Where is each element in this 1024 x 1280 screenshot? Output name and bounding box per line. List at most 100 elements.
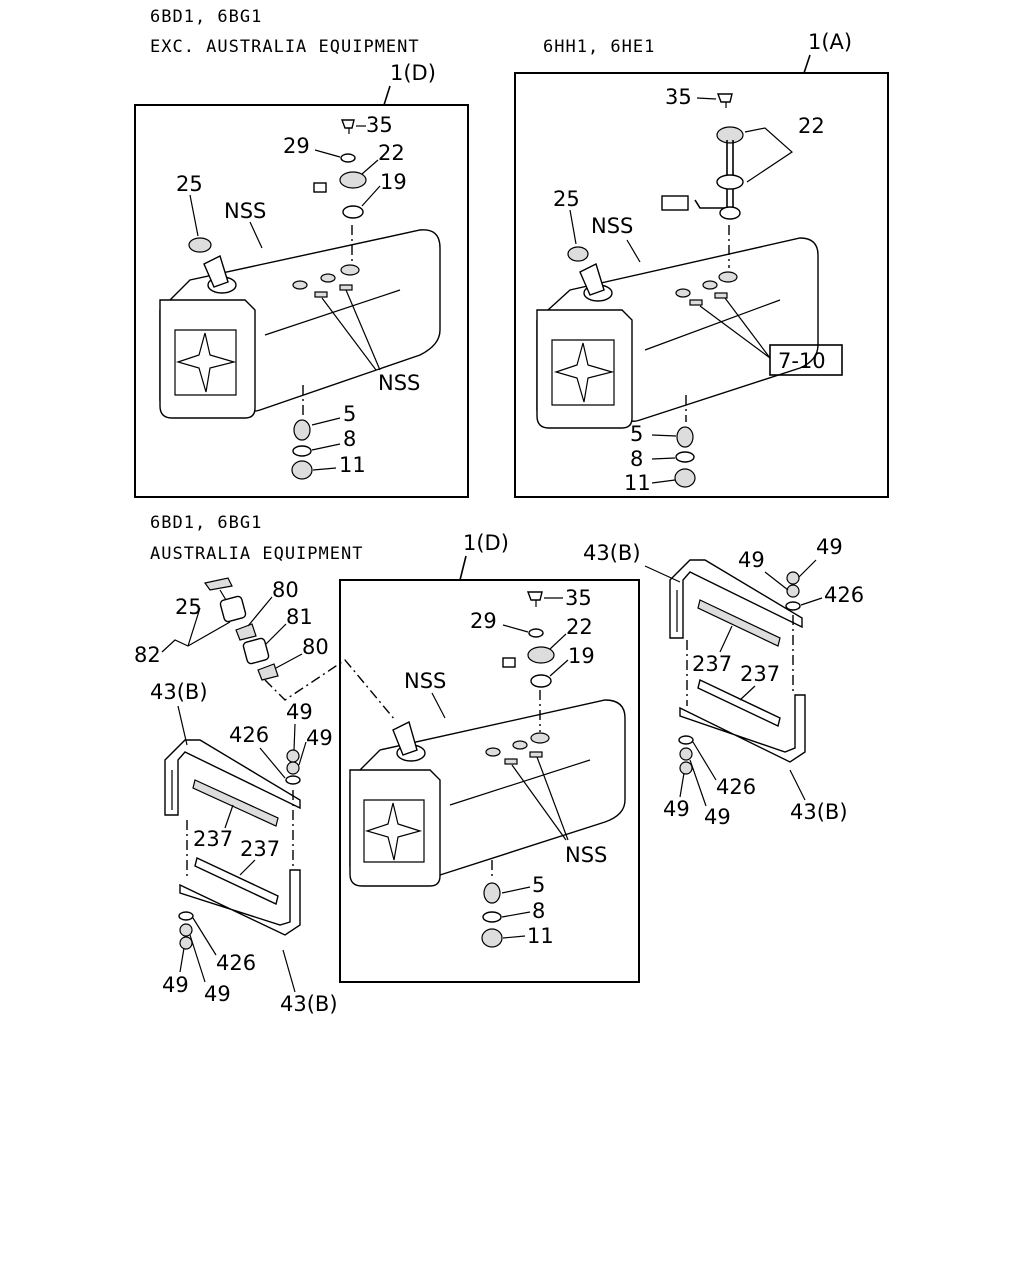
label-81: 81	[286, 605, 313, 629]
label-11-c: 11	[527, 924, 554, 948]
label-43b-left-top: 43(B)	[150, 680, 208, 704]
label-8-c: 8	[532, 899, 545, 923]
label-7-10: 7-10	[778, 349, 826, 373]
fuel-tank-c	[349, 699, 626, 887]
label-5-a: 5	[343, 402, 356, 426]
label-43b-left-bottom: 43(B)	[280, 992, 338, 1016]
label-35-a: 35	[366, 113, 393, 137]
washer-29-c	[528, 628, 544, 638]
drain-5-b	[676, 426, 694, 448]
strip-237-lower-right	[697, 679, 781, 727]
strip-237-lower-left	[194, 857, 279, 905]
label-237-right-b: 237	[740, 662, 780, 686]
filler-cap-25	[203, 577, 233, 591]
header-bottom-variant: AUSTRALIA EQUIPMENT	[150, 544, 363, 564]
label-22-c: 22	[566, 615, 593, 639]
strip-237-upper-right	[697, 599, 781, 647]
filler-group: 80 25 81 80 82	[134, 577, 396, 721]
label-5-b: 5	[630, 422, 643, 446]
hose-81	[242, 637, 270, 665]
header-bottom-model: 6BD1, 6BG1	[150, 513, 262, 533]
label-82: 82	[134, 643, 161, 667]
label-25-a: 25	[176, 172, 203, 196]
label-nss-a2: NSS	[378, 371, 420, 395]
ref-box-7-10	[769, 344, 843, 376]
label-49-right-b: 49	[816, 535, 843, 559]
drain-5-c	[483, 882, 501, 904]
label-11-a: 11	[339, 453, 366, 477]
gasket-19-a	[342, 205, 364, 219]
panel-c-frame	[339, 579, 640, 983]
label-49-right-c: 49	[663, 797, 690, 821]
header-top-right-model: 6HH1, 6HE1	[543, 37, 655, 57]
plug-11-a	[291, 460, 313, 480]
label-nss-c1: NSS	[404, 669, 446, 693]
label-19-a: 19	[380, 170, 407, 194]
label-49-left-a: 49	[286, 700, 313, 724]
bolt-35-b	[716, 93, 733, 103]
label-35-c: 35	[565, 586, 592, 610]
clamp-80-a	[235, 623, 257, 641]
label-29-a: 29	[283, 134, 310, 158]
panel-c-ref: 1(D)	[463, 531, 509, 555]
label-49-right-d: 49	[704, 805, 731, 829]
panel-a-ref: 1(D)	[390, 61, 436, 85]
panel-b-ref: 1(A)	[808, 30, 852, 54]
label-426-left-bottom: 426	[216, 951, 256, 975]
bolt-35-a	[340, 119, 355, 129]
panel-b-frame	[514, 72, 889, 498]
label-43b-right-top: 43(B)	[583, 541, 641, 565]
label-nss-a1: NSS	[224, 199, 266, 223]
label-49-left-b: 49	[306, 726, 333, 750]
label-22-a: 22	[378, 141, 405, 165]
panel-a: 1(D) 35 29	[134, 61, 469, 498]
label-80-b: 80	[302, 635, 329, 659]
label-nss-c2: NSS	[565, 843, 607, 867]
filler-neck-80	[219, 595, 247, 623]
label-35-b: 35	[665, 85, 692, 109]
cap-25-a	[188, 237, 212, 253]
panel-a-frame	[134, 104, 469, 498]
header-top-left-model: 6BD1, 6BG1	[150, 7, 262, 27]
washer-8-a	[292, 445, 312, 457]
strip-237-upper-left	[192, 779, 279, 827]
panel-b: 1(A)	[514, 30, 889, 498]
label-49-right-a: 49	[738, 548, 765, 572]
label-237-left-a: 237	[193, 827, 233, 851]
bolt-35-c	[526, 591, 543, 601]
label-43b-right-bottom: 43(B)	[790, 800, 848, 824]
gauge-22-a	[339, 171, 367, 189]
label-11-b: 11	[624, 471, 651, 495]
label-426-right-top: 426	[824, 583, 864, 607]
label-nss-b: NSS	[591, 214, 633, 238]
label-5-c: 5	[532, 873, 545, 897]
bracket-43-upper-right	[669, 559, 803, 639]
bracket-left: 43(B) 426 49 49 237 237 426 49 49 43(B)	[150, 680, 338, 1016]
label-237-right-a: 237	[692, 652, 732, 676]
cap-25-b	[567, 246, 589, 262]
bracket-right: 43(B) 49 49 426 237 237 426 49 49 43(B)	[583, 535, 864, 829]
fuel-tank-a	[159, 229, 441, 419]
bracket-43-upper-left	[164, 739, 301, 816]
label-8-b: 8	[630, 447, 643, 471]
label-426-right-bottom: 426	[716, 775, 756, 799]
drain-5-a	[293, 419, 311, 441]
label-49-left-d: 49	[204, 982, 231, 1006]
label-8-a: 8	[343, 427, 356, 451]
label-80-a: 80	[272, 578, 299, 602]
label-49-left-c: 49	[162, 973, 189, 997]
washer-29-a	[340, 153, 356, 163]
header-top-left-variant: EXC. AUSTRALIA EQUIPMENT	[150, 37, 420, 57]
sender-22-b	[661, 126, 744, 220]
label-25-b: 25	[553, 187, 580, 211]
label-19-c: 19	[568, 644, 595, 668]
panel-c: 1(D) 35 29 22	[339, 531, 640, 983]
washer-8-c	[482, 911, 502, 923]
bracket-43-lower-right	[679, 694, 806, 763]
label-22-b: 22	[798, 114, 825, 138]
label-426-left-top: 426	[229, 723, 269, 747]
gauge-22-c	[527, 646, 555, 664]
clamp-80-b	[257, 663, 279, 681]
label-29-c: 29	[470, 609, 497, 633]
